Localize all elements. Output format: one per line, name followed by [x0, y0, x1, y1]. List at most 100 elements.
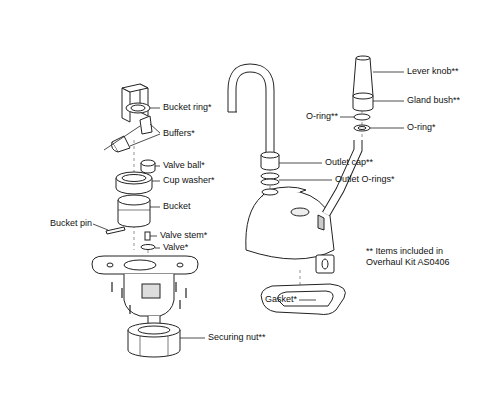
leader-lines-part — [279, 163, 322, 164]
buffers-part — [104, 126, 140, 150]
spout-part — [232, 68, 270, 152]
leader-lines-part — [340, 117, 354, 118]
outlet-cap — [261, 152, 279, 170]
leader-lines-part — [373, 72, 404, 73]
valve-stem-part — [145, 232, 150, 240]
bucket-ring-part — [122, 84, 148, 92]
gland-bush-part — [353, 93, 373, 99]
part-label: O-ring* — [407, 122, 436, 133]
part-label: Gasket* — [265, 294, 297, 305]
gasket-part — [261, 284, 345, 315]
valve-body-part — [107, 263, 113, 267]
tap-body-part — [291, 208, 309, 216]
bucket-part — [118, 195, 150, 205]
part-label: Buffers* — [163, 128, 195, 139]
outlet-o-rings-part — [261, 179, 279, 185]
bucket-part — [118, 210, 150, 211]
kit-note: ** Items included in Overhaul Kit AS0406 — [366, 246, 476, 268]
screws-part — [129, 305, 130, 314]
leader-lines-part — [279, 180, 332, 181]
buffers-part — [140, 116, 152, 134]
part-label: Bucket pin — [50, 218, 92, 229]
leader-lines-part — [150, 124, 160, 133]
part-label: Valve ball* — [163, 160, 205, 171]
leader-lines-part — [155, 166, 160, 167]
part-label: Lever knob** — [407, 66, 459, 77]
securing-nut-part — [168, 336, 169, 356]
part-label: Bucket ring* — [163, 102, 212, 113]
leader-lines-part — [155, 248, 160, 249]
centre-lines-part — [134, 225, 135, 250]
valve-body-part — [92, 256, 198, 274]
outlet-cap-part — [261, 152, 279, 158]
lever-knob-part — [353, 58, 373, 96]
o-rings-part — [358, 127, 366, 130]
leader-lines-part — [370, 128, 404, 129]
tap-body-part — [318, 215, 324, 230]
leader-lines-part — [150, 207, 160, 208]
o-rings-part — [354, 125, 370, 131]
valve-body-part — [142, 284, 160, 298]
leader-lines-part — [150, 108, 160, 109]
valve-body — [92, 256, 198, 324]
screws-part — [121, 288, 122, 298]
spout — [228, 68, 270, 152]
gasket-part — [316, 255, 334, 273]
securing-nut-part — [128, 323, 180, 337]
leader-lines-part — [93, 224, 108, 230]
gland-bush — [353, 93, 373, 111]
leader-lines-part — [152, 181, 160, 182]
part-label: Outlet cap** — [325, 157, 373, 168]
part-label: Bucket — [163, 201, 191, 212]
part-label: Gland bush** — [407, 95, 460, 106]
bucket-ring-part — [131, 105, 145, 111]
cup-washer-part — [122, 175, 146, 182]
lever-knob-part — [356, 56, 370, 60]
screws-part — [111, 282, 112, 292]
bucket-ring — [122, 84, 150, 122]
cup-washer — [116, 172, 152, 194]
leader-lines-part — [373, 101, 404, 102]
valve-body-part — [124, 260, 156, 270]
gasket — [261, 255, 345, 315]
lever-knob — [353, 56, 373, 96]
valve-body-part — [124, 274, 174, 316]
tap-body-part — [262, 189, 278, 195]
valve-ball-part — [141, 160, 155, 166]
securing-nut — [128, 323, 180, 357]
outlet-o-rings — [261, 173, 279, 185]
centre-lines — [134, 110, 362, 355]
gasket-part — [322, 259, 328, 269]
leader-lines-part — [150, 236, 157, 237]
valve-stem — [145, 232, 150, 240]
spout-part — [232, 68, 270, 152]
outlet-o-rings-part — [261, 173, 279, 179]
screws-part — [179, 300, 180, 309]
tap-body-part — [246, 191, 334, 259]
cup-washer-part — [116, 172, 152, 184]
o-rings-part — [354, 114, 370, 120]
bucket-ring-part — [126, 103, 150, 113]
part-label: Securing nut** — [208, 332, 266, 343]
screws-part — [185, 288, 186, 298]
part-label: Outlet O-rings* — [335, 174, 395, 185]
securing-nut-part — [140, 336, 141, 356]
part-label: O-ring** — [306, 111, 338, 122]
leader-lines-part — [299, 300, 316, 301]
valve-body-part — [177, 263, 183, 267]
screws — [112, 282, 186, 314]
bucket-pin-part — [106, 227, 125, 234]
part-label: Cup washer* — [163, 175, 215, 186]
valve-ball — [141, 160, 155, 173]
centre-lines-part — [300, 270, 301, 285]
bucket — [118, 195, 150, 227]
leader-lines-part — [180, 338, 205, 339]
tap-body-part — [262, 187, 306, 196]
leader-lines — [93, 72, 404, 338]
valve-part — [141, 245, 155, 250]
bucket-pin — [106, 227, 125, 234]
part-label: Valve stem* — [160, 230, 207, 241]
leader-lines-part — [130, 134, 160, 146]
screws-part — [175, 282, 176, 292]
spout-part — [228, 112, 237, 113]
